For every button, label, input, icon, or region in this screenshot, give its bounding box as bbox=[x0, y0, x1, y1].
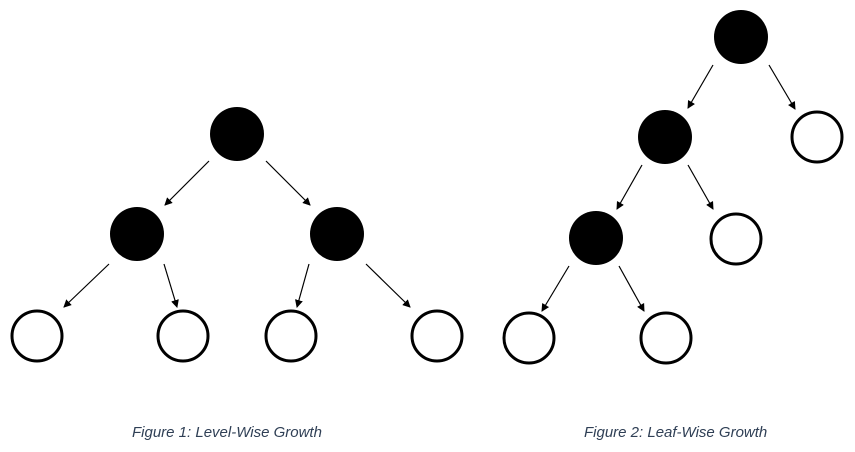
edge-right-to-leaf-3 bbox=[295, 263, 310, 308]
edge-left-to-leaf-2 bbox=[163, 263, 179, 308]
edge-mid-to-empty-child bbox=[687, 164, 714, 210]
edge-root-to-left bbox=[164, 160, 210, 206]
figure-1-caption: Figure 1: Level-Wise Growth bbox=[132, 424, 322, 441]
edge-low-to-leaf-left bbox=[541, 265, 570, 312]
empty-leaf-node-4 bbox=[410, 309, 464, 363]
edge-right-to-leaf-4 bbox=[365, 263, 411, 308]
edge-left-to-leaf-1 bbox=[63, 263, 110, 308]
filled-node-left bbox=[110, 207, 164, 261]
filled-node-right bbox=[310, 207, 364, 261]
empty-leaf-node-2 bbox=[156, 309, 210, 363]
empty-node-right bbox=[790, 110, 844, 164]
filled-node-root bbox=[210, 107, 264, 161]
empty-leaf-node-1 bbox=[10, 309, 64, 363]
filled-node-mid bbox=[638, 110, 692, 164]
filled-node-root bbox=[714, 10, 768, 64]
edge-root-to-empty-child bbox=[768, 64, 796, 110]
edge-root-to-filled-child bbox=[687, 64, 714, 109]
figure-1-level-wise-tree bbox=[10, 107, 464, 363]
figure-2-leaf-wise-tree bbox=[502, 10, 844, 365]
empty-leaf-node-right bbox=[639, 311, 693, 365]
empty-leaf-node-3 bbox=[264, 309, 318, 363]
edge-mid-to-filled-child bbox=[616, 164, 643, 210]
edge-root-to-right bbox=[265, 160, 311, 206]
edge-low-to-leaf-right bbox=[618, 265, 645, 312]
filled-node-low bbox=[569, 211, 623, 265]
empty-leaf-node-left bbox=[502, 311, 556, 365]
empty-node-mid-right bbox=[709, 212, 763, 266]
figure-2-caption: Figure 2: Leaf-Wise Growth bbox=[584, 424, 768, 441]
